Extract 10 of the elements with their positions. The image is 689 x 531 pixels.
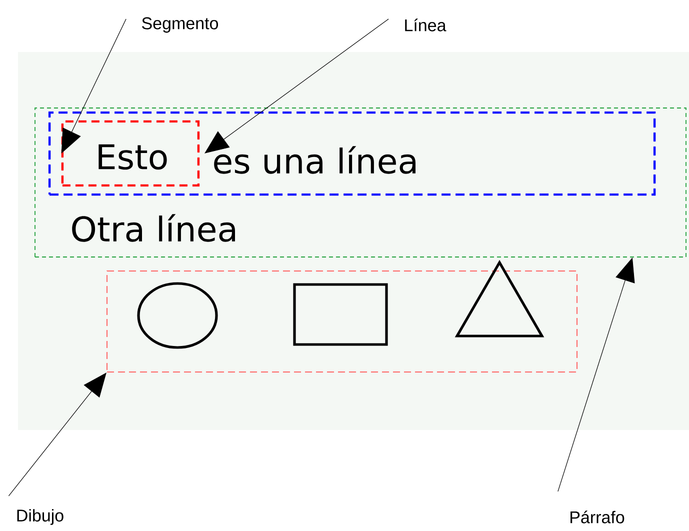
callout-label: Dibujo — [17, 509, 64, 525]
drawing-box — [106, 270, 578, 372]
hand-drawn-circle — [137, 282, 218, 349]
callout-label: Párrafo — [570, 510, 624, 524]
callout-label: Segmento — [142, 17, 218, 33]
hand-drawn-square — [293, 283, 388, 346]
callout-label: Línea — [405, 18, 446, 32]
leader-arrow — [8, 372, 106, 496]
segment-box: Esto — [61, 120, 200, 187]
leader-arrow — [61, 18, 126, 154]
